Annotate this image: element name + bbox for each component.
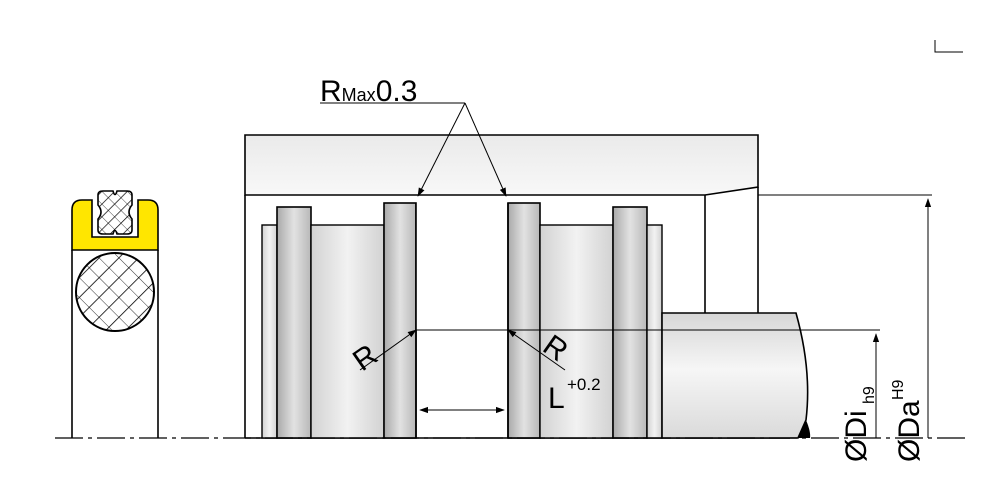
- svg-text:H9: H9: [890, 379, 907, 400]
- groove-length-label: L: [548, 382, 565, 415]
- annotations: [320, 102, 932, 438]
- seal-ring-yellow: [71, 199, 159, 251]
- housing-top: [244, 134, 759, 196]
- svg-text:ØDa: ØDa: [893, 400, 926, 462]
- groove-1: [276, 206, 312, 439]
- groove-length-tolerance: +0.2: [567, 375, 601, 394]
- shaft-break: [798, 420, 811, 438]
- svg-text:ØDi: ØDi: [840, 410, 873, 462]
- corner-mark: [934, 40, 963, 53]
- band-2: [646, 224, 663, 439]
- seal-x-ring: [97, 190, 133, 235]
- svg-text:h9: h9: [861, 386, 878, 404]
- groove-4: [612, 206, 648, 439]
- inner-diameter-label: ØDi h9: [840, 386, 878, 462]
- shaft: [661, 312, 809, 439]
- land-1: [310, 224, 385, 439]
- rmax-label: RMax0.3: [320, 75, 417, 108]
- groove-3: [507, 202, 541, 439]
- band-1: [261, 224, 278, 439]
- seal-slot: [416, 203, 508, 330]
- groove-section: [55, 134, 965, 439]
- groove-2: [383, 202, 417, 439]
- seal-o-ring: [75, 252, 155, 332]
- outer-diameter-label: ØDa H9: [890, 379, 926, 462]
- seal-cross-section: [71, 190, 159, 438]
